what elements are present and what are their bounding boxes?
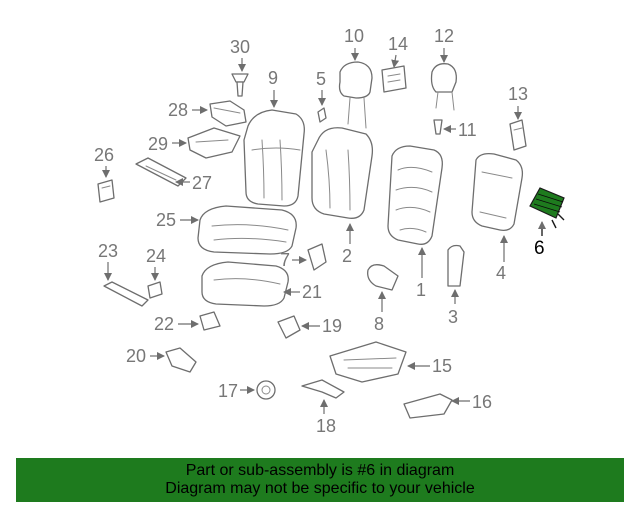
callout-20: 20 — [126, 346, 146, 366]
leader-14 — [391, 54, 400, 68]
part-7-bracket[interactable] — [307, 243, 327, 271]
parts-diagram: 30 28 29 26 27 9 5 10 — [94, 26, 565, 436]
info-banner: Part or sub-assembly is #6 in diagram Di… — [16, 458, 624, 502]
part-27-trim-strip[interactable] — [135, 157, 187, 187]
part-20-track[interactable] — [165, 347, 197, 373]
part-14-guide[interactable] — [381, 65, 407, 93]
callout-6: 6 — [534, 238, 545, 259]
part-24-hook[interactable] — [147, 281, 163, 299]
callout-24: 24 — [146, 246, 166, 266]
part-30-clip[interactable] — [231, 73, 249, 97]
part-2-seatback-cover[interactable] — [311, 127, 374, 219]
callout-17: 17 — [218, 381, 238, 401]
callout-7: 7 — [280, 250, 290, 270]
callout-19: 19 — [322, 316, 342, 336]
callout-14: 14 — [388, 34, 408, 54]
part-26-fastener[interactable] — [97, 179, 115, 203]
callout-11: 11 — [458, 120, 477, 140]
callout-12: 12 — [434, 26, 454, 46]
callout-18: 18 — [316, 416, 336, 436]
part-11-pin[interactable] — [433, 119, 443, 135]
callout-21: 21 — [302, 282, 322, 302]
callout-5: 5 — [316, 69, 326, 89]
callout-13: 13 — [508, 84, 528, 104]
callout-30: 30 — [230, 37, 250, 57]
callout-8: 8 — [374, 314, 384, 334]
part-29-plate[interactable] — [187, 127, 241, 159]
callout-15: 15 — [432, 356, 452, 376]
part-8-cover[interactable] — [367, 264, 399, 291]
part-10-headrest[interactable] — [338, 61, 373, 129]
part-25-seat-cushion[interactable] — [197, 205, 297, 255]
part-9-seatback-pad[interactable] — [243, 109, 305, 207]
callout-22: 22 — [154, 314, 174, 334]
part-6-highlighted[interactable] — [529, 187, 565, 229]
part-17-motor[interactable] — [256, 380, 276, 400]
callout-4: 4 — [496, 263, 506, 283]
callout-23: 23 — [98, 241, 118, 261]
part-23-side-trim[interactable] — [103, 281, 149, 307]
part-5-clip[interactable] — [317, 107, 327, 123]
callout-1: 1 — [416, 280, 426, 300]
callout-10: 10 — [344, 26, 364, 46]
part-16-side-shield[interactable] — [403, 393, 453, 419]
part-13-bracket[interactable] — [509, 119, 527, 151]
part-19-clip[interactable] — [277, 315, 301, 339]
part-1-frame-assembly[interactable] — [387, 145, 443, 245]
part-3-side-panel[interactable] — [447, 244, 465, 287]
part-12-headrest-frame[interactable] — [430, 63, 457, 111]
callout-9: 9 — [268, 68, 278, 88]
callout-26: 26 — [94, 145, 114, 165]
part-21-cushion-cover[interactable] — [201, 261, 289, 307]
callout-2: 2 — [342, 246, 352, 266]
part-18-bracket[interactable] — [301, 379, 345, 399]
callout-27: 27 — [192, 173, 212, 193]
part-28-bracket[interactable] — [209, 100, 247, 127]
part-15-seat-frame[interactable] — [329, 341, 407, 383]
callout-28: 28 — [168, 100, 188, 120]
callout-29: 29 — [148, 134, 168, 154]
callout-3: 3 — [448, 307, 458, 327]
banner-line-1: Part or sub-assembly is #6 in diagram — [185, 462, 455, 479]
part-6-body — [529, 187, 565, 219]
callout-16: 16 — [472, 392, 492, 412]
banner-line-2: Diagram may not be specific to your vehi… — [165, 480, 475, 497]
part-22-bracket[interactable] — [199, 311, 221, 331]
callout-25: 25 — [156, 210, 176, 230]
part-4-back-panel[interactable] — [471, 152, 524, 232]
